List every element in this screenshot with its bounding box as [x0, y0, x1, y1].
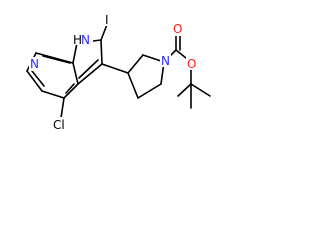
- bond: [101, 63, 129, 74]
- bond: [77, 63, 103, 85]
- label-bg: [186, 56, 197, 70]
- atom-label-h: H: [73, 33, 82, 47]
- label-bg: [172, 22, 183, 36]
- bond: [177, 83, 192, 97]
- label-bg: [29, 57, 40, 71]
- bond: [127, 72, 139, 99]
- atom-label-n-pyrrolidine: N: [161, 54, 170, 68]
- atom-label-n-pyridine: N: [30, 57, 39, 71]
- bond: [31, 70, 45, 87]
- bond: [26, 70, 43, 92]
- bond: [137, 83, 162, 99]
- label-bg: [103, 12, 112, 26]
- label-bg: [160, 53, 171, 67]
- bond: [72, 42, 78, 64]
- molecule-canvas: H N N N I Cl O O: [0, 0, 240, 159]
- label-bg: [73, 31, 93, 45]
- bond: [100, 39, 103, 65]
- atom-label-iodine: I: [105, 13, 109, 27]
- bond: [78, 59, 99, 79]
- bond: [63, 83, 79, 99]
- bond: [127, 54, 144, 74]
- atom-label-chlorine: Cl: [53, 118, 65, 132]
- bond: [60, 97, 65, 119]
- atom-label-n-indole: N: [81, 33, 90, 47]
- bond: [42, 55, 71, 64]
- atom-label-oxygen-ester: O: [187, 57, 196, 71]
- label-bg: [52, 117, 68, 131]
- atom-label-oxygen-carbonyl: O: [173, 22, 182, 36]
- bond: [41, 90, 65, 99]
- bond: [65, 83, 75, 94]
- structure-diagram: H N N N I Cl O O: [26, 12, 211, 132]
- bond: [190, 83, 211, 97]
- bond: [72, 62, 79, 85]
- bond: [35, 52, 74, 64]
